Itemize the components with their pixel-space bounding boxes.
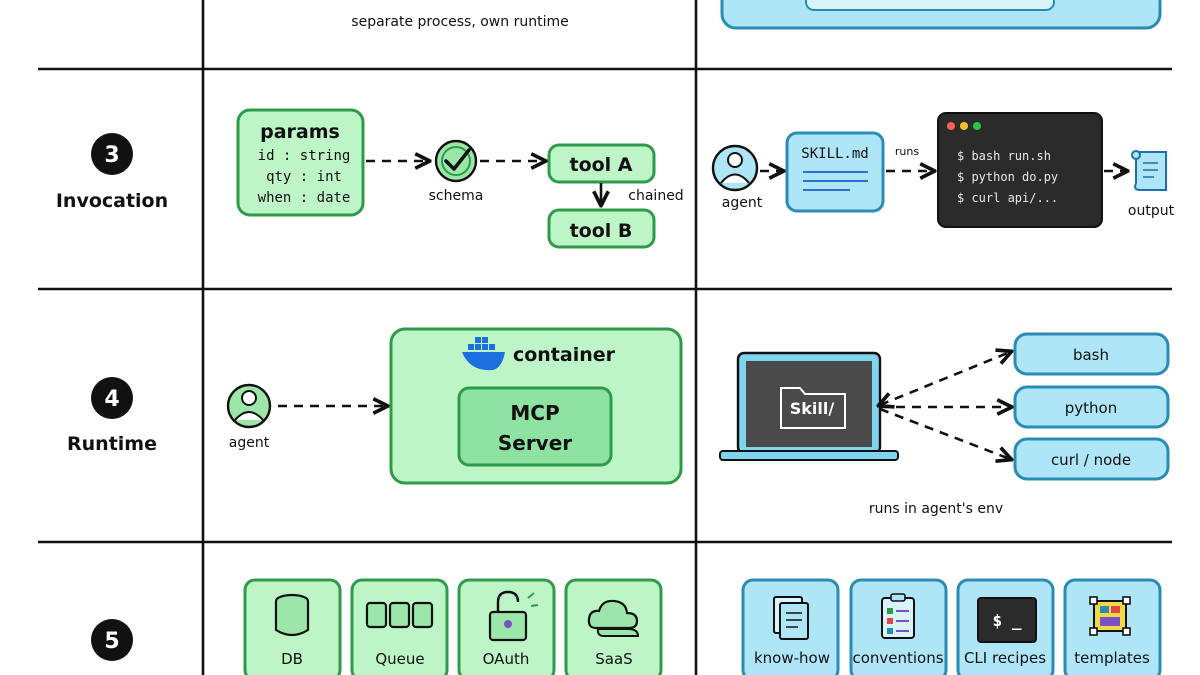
params-box bbox=[236, 108, 365, 217]
target-bash-label: bash bbox=[1073, 346, 1109, 364]
laptop-icon bbox=[719, 351, 899, 461]
row-5: 5 DB Queue OAuth SaaS bbox=[91, 578, 1162, 675]
cli-prompt-text: $ _ bbox=[993, 611, 1022, 630]
table-grid bbox=[38, 0, 1172, 675]
terminal-line-1: $ bash run.sh bbox=[957, 149, 1051, 163]
mcp-item-oauth-label: OAuth bbox=[483, 650, 530, 668]
schema-label: schema bbox=[429, 188, 484, 204]
terminal-close-dot bbox=[947, 122, 955, 130]
laptop-to-curl-arrow bbox=[879, 407, 1010, 459]
row3-number-badge bbox=[91, 133, 133, 175]
mcp-server-line-2: Server bbox=[498, 431, 572, 455]
agent-label-row3: agent bbox=[722, 195, 763, 211]
schema-check-icon bbox=[434, 139, 478, 183]
row-4-runtime: 4 Runtime agent container MCP Server bbox=[67, 327, 1170, 517]
tool-b-label: tool B bbox=[570, 220, 633, 242]
row-2: separate process, own runtime bbox=[351, 0, 1162, 30]
skill-item-know-how-label: know-how bbox=[754, 649, 830, 667]
mcp-server-box bbox=[457, 386, 613, 467]
row2-caption: separate process, own runtime bbox=[351, 14, 568, 30]
docker-whale-icon bbox=[462, 337, 505, 371]
mcp-server-line-1: MCP bbox=[510, 401, 559, 425]
skill-folder-label: Skill/ bbox=[790, 399, 835, 418]
container-label: container bbox=[513, 344, 616, 366]
skill-item-cli-recipes-label: CLI recipes bbox=[964, 649, 1046, 667]
document-stack-icon bbox=[773, 596, 809, 640]
tool-b-box bbox=[547, 208, 656, 249]
runs-label: runs bbox=[895, 145, 919, 158]
terminal-prompt-icon bbox=[977, 597, 1037, 643]
row2-inner-box bbox=[805, 0, 1055, 11]
row-3-invocation: 3 Invocation params id : string qty : in… bbox=[56, 108, 1175, 249]
agent-avatar-icon bbox=[226, 383, 272, 429]
row3-title: Invocation bbox=[56, 190, 168, 212]
terminal-line-2: $ python do.py bbox=[957, 170, 1058, 184]
skill-item-conventions-label: conventions bbox=[852, 649, 943, 667]
output-label: output bbox=[1128, 203, 1175, 219]
queue-icon bbox=[365, 601, 434, 629]
agent-avatar-icon bbox=[711, 144, 759, 192]
tool-a-label: tool A bbox=[569, 154, 632, 176]
terminal-maximize-dot bbox=[973, 122, 981, 130]
skill-item-templates-label: templates bbox=[1074, 649, 1150, 667]
row5-number-badge bbox=[91, 619, 133, 661]
target-python-label: python bbox=[1065, 399, 1117, 417]
cloud-icon bbox=[587, 599, 640, 637]
folder-icon bbox=[780, 387, 846, 429]
unlocked-padlock-icon bbox=[488, 590, 539, 642]
row4-title: Runtime bbox=[67, 433, 157, 455]
row5-number: 5 bbox=[104, 629, 119, 654]
terminal-line-3: $ curl api/... bbox=[957, 191, 1058, 205]
target-curl-pill bbox=[1013, 437, 1170, 481]
database-icon bbox=[274, 593, 310, 637]
template-frame-icon bbox=[1089, 596, 1131, 636]
terminal-minimize-dot bbox=[960, 122, 968, 130]
row4-number-badge bbox=[91, 377, 133, 419]
target-python-pill bbox=[1013, 385, 1170, 429]
mcp-item-db-label: DB bbox=[281, 650, 303, 668]
skill-md-text-lines-icon bbox=[803, 171, 868, 191]
scroll-output-icon bbox=[1131, 150, 1167, 191]
agent-label-row4: agent bbox=[229, 435, 270, 451]
row4-caption: runs in agent's env bbox=[869, 501, 1003, 517]
mcp-item-saas-label: SaaS bbox=[595, 650, 632, 668]
skill-md-label: SKILL.md bbox=[801, 146, 868, 162]
chained-label: chained bbox=[628, 188, 683, 204]
params-line-1: id : string bbox=[258, 148, 351, 164]
params-line-3: when : date bbox=[258, 190, 351, 206]
mcp-item-queue-label: Queue bbox=[375, 650, 424, 668]
target-curl-label: curl / node bbox=[1051, 451, 1131, 469]
terminal-window bbox=[937, 112, 1103, 228]
tool-a-box bbox=[547, 143, 656, 184]
row3-number: 3 bbox=[104, 143, 119, 168]
clipboard-checklist-icon bbox=[881, 593, 915, 639]
target-bash-pill bbox=[1013, 332, 1170, 376]
row4-number: 4 bbox=[104, 387, 119, 412]
laptop-to-bash-arrow bbox=[880, 352, 1010, 405]
params-line-2: qty : int bbox=[266, 169, 342, 185]
params-heading: params bbox=[260, 121, 340, 143]
